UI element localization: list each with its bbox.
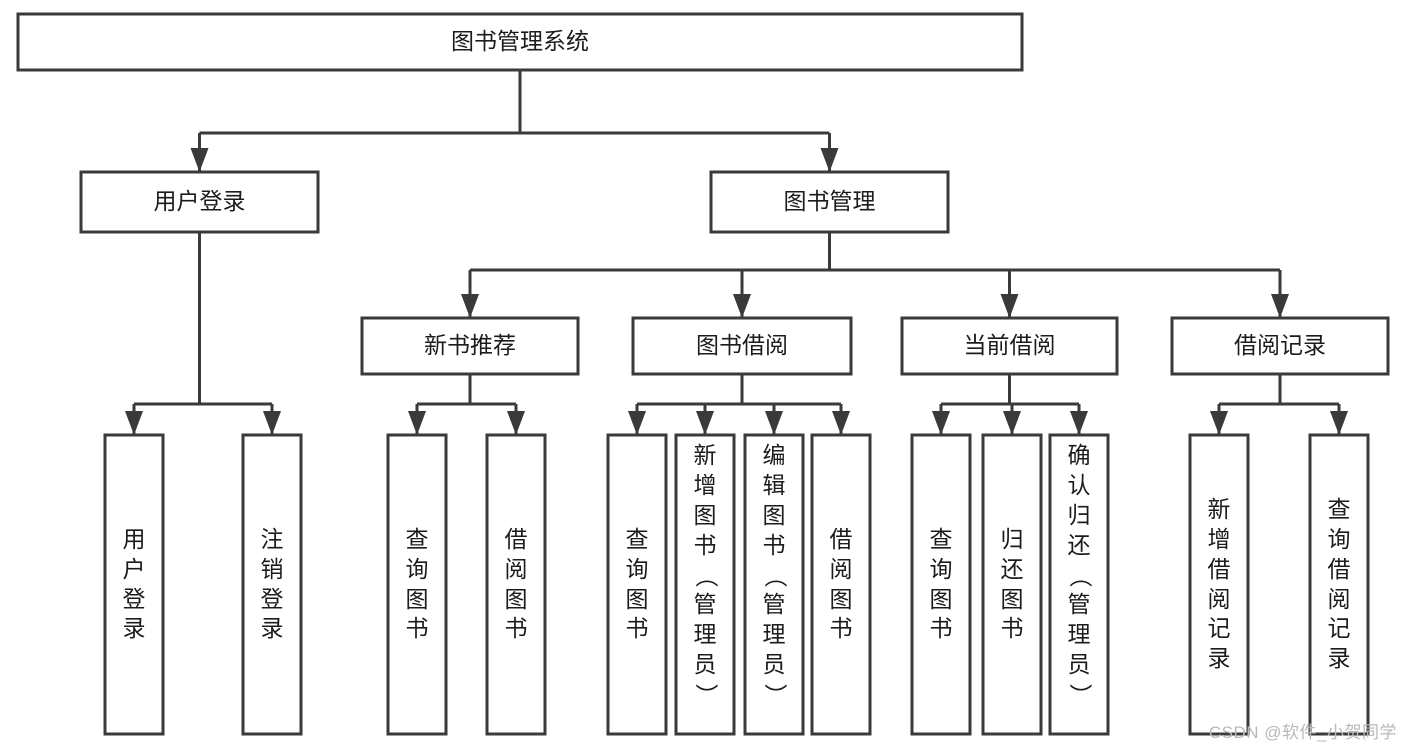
node-box-leaf-11: [1188, 433, 1250, 736]
arrow-down-icon: [1330, 411, 1348, 435]
arrow-down-icon: [1000, 294, 1019, 318]
node-box-level3-2: [900, 316, 1119, 376]
node-label-level3-0: 新书推荐: [424, 332, 516, 358]
arrow-down-icon: [696, 411, 714, 435]
node-box-leaf-8: [910, 433, 972, 736]
arrow-down-icon: [765, 411, 783, 435]
arrow-down-icon: [628, 411, 646, 435]
node-label-level3-1: 图书借阅: [696, 332, 788, 358]
arrow-down-icon: [832, 411, 850, 435]
arrow-down-icon: [1271, 294, 1289, 318]
node-label-root: 图书管理系统: [451, 28, 589, 54]
node-box-level2-1: [709, 170, 950, 234]
node-box-leaf-4: [606, 433, 668, 736]
node-box-leaf-2: [386, 433, 448, 736]
arrow-down-icon: [263, 411, 281, 435]
node-box-root: [16, 12, 1024, 72]
node-box-leaf-3: [485, 433, 547, 736]
arrow-down-icon: [733, 294, 751, 318]
node-box-leaf-5: [674, 433, 736, 736]
node-box-leaf-6: [743, 433, 805, 736]
node-box-level3-1: [631, 316, 853, 376]
arrow-down-icon: [932, 411, 950, 435]
arrow-down-icon: [1210, 411, 1228, 435]
arrow-down-icon: [820, 148, 839, 172]
node-box-leaf-9: [981, 433, 1043, 736]
arrow-down-icon: [1070, 411, 1088, 435]
box-layer: [16, 12, 1390, 736]
arrow-down-icon: [125, 411, 143, 435]
node-box-leaf-7: [810, 433, 872, 736]
connector-layer: [125, 70, 1348, 435]
node-label-level3-2: 当前借阅: [964, 332, 1056, 358]
node-box-level3-0: [360, 316, 580, 376]
node-box-leaf-1: [241, 433, 303, 736]
node-box-leaf-12: [1308, 433, 1370, 736]
node-label-level3-3: 借阅记录: [1234, 332, 1326, 358]
arrow-down-icon: [1003, 411, 1021, 435]
arrow-down-icon: [461, 294, 479, 318]
node-box-leaf-10: [1048, 433, 1110, 736]
arrow-down-icon: [507, 411, 525, 435]
arrow-down-icon: [190, 148, 209, 172]
node-label-level2-0: 用户登录: [154, 188, 246, 214]
node-box-level2-0: [79, 170, 320, 234]
node-box-level3-3: [1170, 316, 1390, 376]
node-label-level2-1: 图书管理: [784, 188, 876, 214]
arrow-down-icon: [408, 411, 426, 435]
node-box-leaf-0: [103, 433, 165, 736]
